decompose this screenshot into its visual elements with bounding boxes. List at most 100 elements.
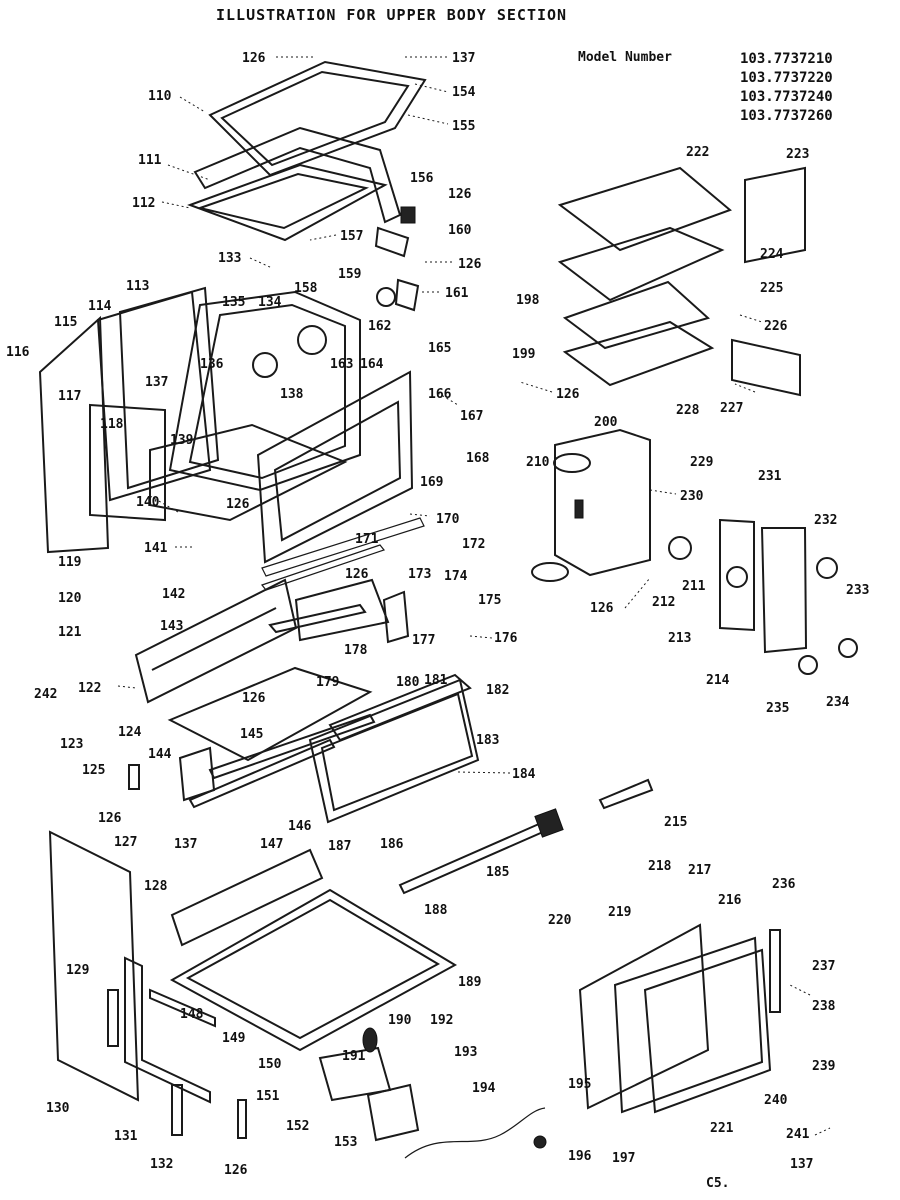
- front-frame: [256, 370, 414, 564]
- strip-131: [171, 1084, 183, 1136]
- callout-label: 140: [136, 495, 160, 510]
- callout-label: 232: [814, 513, 837, 528]
- callout-label: 169: [420, 475, 443, 490]
- cooktop-bracket: [193, 126, 402, 224]
- oven-cavity: [168, 290, 361, 492]
- inner-liner-left: [96, 290, 212, 502]
- callout-label: 134: [258, 295, 282, 310]
- callout-label: 188: [424, 903, 448, 918]
- callout-label: 229: [690, 455, 713, 470]
- knob-234: [838, 638, 858, 658]
- callout-label: 146: [288, 819, 312, 834]
- left-side-panel: [38, 315, 110, 554]
- brush-block: [534, 808, 564, 838]
- callout-label: 116: [6, 345, 30, 360]
- callout-label: 124: [118, 725, 142, 740]
- channel-148: [124, 956, 211, 1104]
- callout-label: 155: [452, 119, 475, 134]
- callout-label: 137: [790, 1157, 813, 1172]
- callout-label: 176: [494, 631, 518, 646]
- callout-label: 126: [345, 567, 369, 582]
- callout-label: 180: [396, 675, 420, 690]
- callout-label: 223: [786, 147, 809, 162]
- handle-215: [598, 778, 654, 810]
- callout-label: 133: [218, 251, 241, 266]
- callout-label: 221: [710, 1121, 734, 1136]
- callout-label: 137: [174, 837, 197, 852]
- callout-label: 137: [452, 51, 475, 66]
- panel-support: [268, 603, 367, 634]
- callout-label: 111: [138, 153, 162, 168]
- mounting-plate: [382, 590, 410, 644]
- callout-label: 126: [590, 601, 614, 616]
- switch-plate: [719, 518, 755, 632]
- window-frame: [760, 527, 808, 654]
- callout-label: 115: [54, 315, 77, 330]
- fan-motor: [297, 325, 327, 355]
- back-panel-128: [170, 848, 324, 947]
- rail-146: [188, 738, 336, 809]
- knob-235: [798, 655, 818, 675]
- callout-label: 191: [342, 1049, 366, 1064]
- callout-label: 210: [526, 455, 550, 470]
- callout-label: 139: [170, 433, 193, 448]
- callout-label: 165: [428, 341, 451, 356]
- callout-label: 182: [486, 683, 509, 698]
- callout-label: 156: [410, 171, 434, 186]
- callout-label: 212: [652, 595, 675, 610]
- callout-label: 199: [512, 347, 535, 362]
- callout-label: 128: [144, 879, 168, 894]
- model-number: 103.7737260: [740, 108, 833, 124]
- drawer-body: [328, 673, 472, 742]
- callout-label: 153: [334, 1135, 357, 1150]
- callout-label: 231: [758, 469, 782, 484]
- slide-rail: [398, 818, 554, 895]
- callout-label: 236: [772, 877, 796, 892]
- bracket-clip: [400, 206, 416, 224]
- drip-pan: [562, 320, 715, 387]
- callout-label: 136: [200, 357, 224, 372]
- part-drawings: [38, 60, 858, 1159]
- callout-label: 211: [682, 579, 706, 594]
- shield-plate: [167, 666, 373, 762]
- model-number-list: 103.7737210 103.7737220 103.7737240 103.…: [740, 50, 833, 126]
- diagram-title: ILLUSTRATION FOR UPPER BODY SECTION: [216, 6, 568, 24]
- top-grate: [557, 166, 732, 252]
- callout-label: 183: [476, 733, 499, 748]
- callout-label: 163: [330, 357, 353, 372]
- callout-label: 193: [454, 1045, 477, 1060]
- callout-label: 187: [328, 839, 351, 854]
- callout-label: 195: [568, 1077, 591, 1092]
- bottom-filler: [89, 403, 166, 522]
- callout-label: 158: [294, 281, 318, 296]
- callout-label: 171: [355, 532, 379, 547]
- model-number: 103.7737240: [740, 89, 833, 105]
- fitting-200: [553, 453, 591, 473]
- callout-label: 123: [60, 737, 83, 752]
- callout-label: 174: [444, 569, 468, 584]
- callout-label: 218: [648, 859, 672, 874]
- cooktop-base-panel: [187, 163, 388, 242]
- bracket-144: [178, 746, 216, 802]
- callout-label: 178: [344, 643, 368, 658]
- callout-label: 127: [114, 835, 137, 850]
- callout-label: 112: [132, 196, 155, 211]
- door-panel-240: [643, 948, 772, 1114]
- callout-label: 185: [486, 865, 509, 880]
- callout-label: 197: [612, 1151, 635, 1166]
- broiler-insert: [562, 280, 711, 350]
- callout-label: 157: [340, 229, 363, 244]
- rack-side-227: [731, 338, 801, 397]
- callout-label: 151: [256, 1089, 280, 1104]
- hinge-bracket: [374, 226, 410, 258]
- callout-label: 190: [388, 1013, 412, 1028]
- callout-label: 154: [452, 85, 476, 100]
- callout-label: 166: [428, 387, 452, 402]
- knob-insert: [376, 287, 396, 307]
- latch-bracket: [394, 278, 420, 312]
- cooktop-frame: [208, 60, 427, 177]
- callout-label: 170: [436, 512, 460, 527]
- callout-label: 196: [568, 1149, 592, 1164]
- fuse-191: [362, 1027, 378, 1053]
